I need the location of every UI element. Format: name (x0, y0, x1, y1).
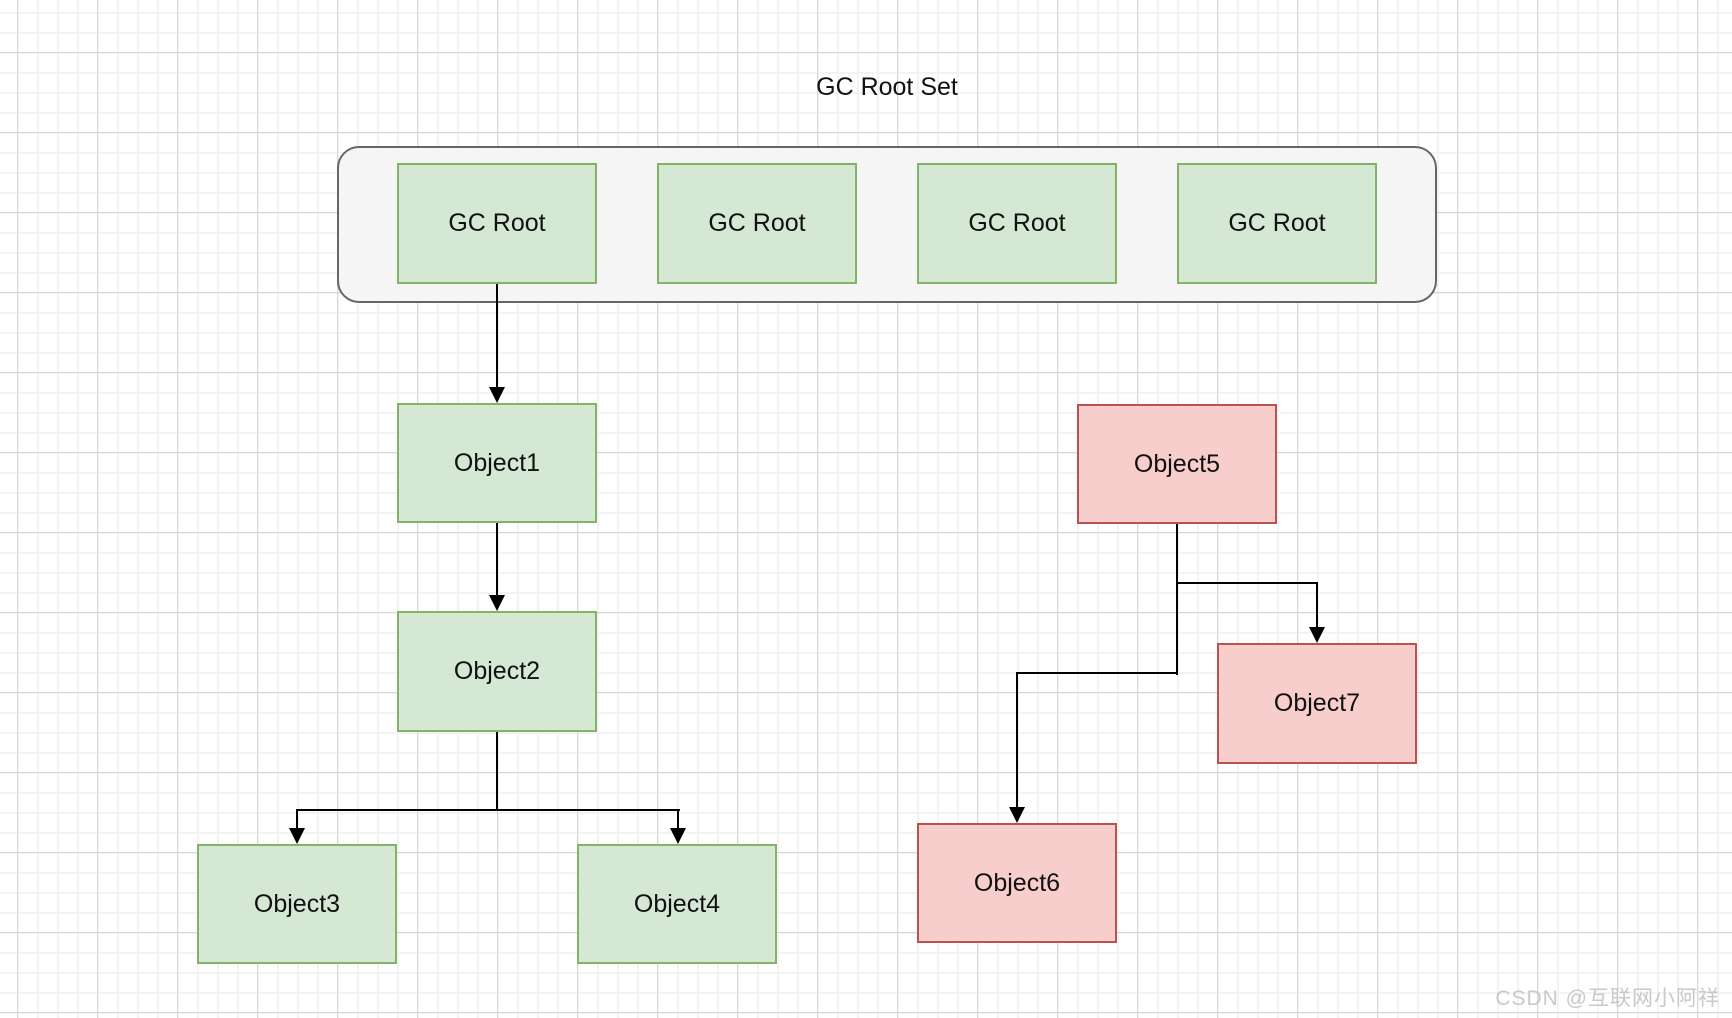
watermark: CSDN @互联网小阿祥 (1495, 987, 1720, 1010)
connector-object1-object2 (496, 523, 498, 598)
arrowhead-object6 (1009, 807, 1025, 823)
node-object5: Object5 (1077, 404, 1277, 524)
node-object6: Object6 (917, 823, 1117, 943)
gc-root-box-1: GC Root (397, 163, 597, 284)
gc-root-box-3: GC Root (917, 163, 1117, 284)
arrowhead-object3 (289, 828, 305, 844)
node-object7: Object7 (1217, 643, 1417, 764)
gc-root-box-4: GC Root (1177, 163, 1377, 284)
node-object1: Object1 (397, 403, 597, 523)
node-object4: Object4 (577, 844, 777, 964)
arrowhead-object2 (489, 595, 505, 611)
arrowhead-object1 (489, 387, 505, 403)
connector-root-object1 (496, 284, 498, 390)
connector-object7-drop (1316, 582, 1318, 631)
arrowhead-object4 (670, 828, 686, 844)
node-object3: Object3 (197, 844, 397, 964)
connector-object2-stem (496, 732, 498, 811)
connector-object2-branch (296, 809, 680, 811)
gc-root-box-2: GC Root (657, 163, 857, 284)
connector-object5-stem (1176, 524, 1178, 675)
diagram-title: GC Root Set (816, 72, 958, 101)
connector-object6-branch (1016, 672, 1178, 674)
connector-object6-drop (1016, 672, 1018, 811)
connector-object3-drop (296, 809, 298, 832)
arrowhead-object7 (1309, 627, 1325, 643)
connector-object4-drop (677, 809, 679, 832)
node-object2: Object2 (397, 611, 597, 732)
connector-object7-branch (1176, 582, 1318, 584)
